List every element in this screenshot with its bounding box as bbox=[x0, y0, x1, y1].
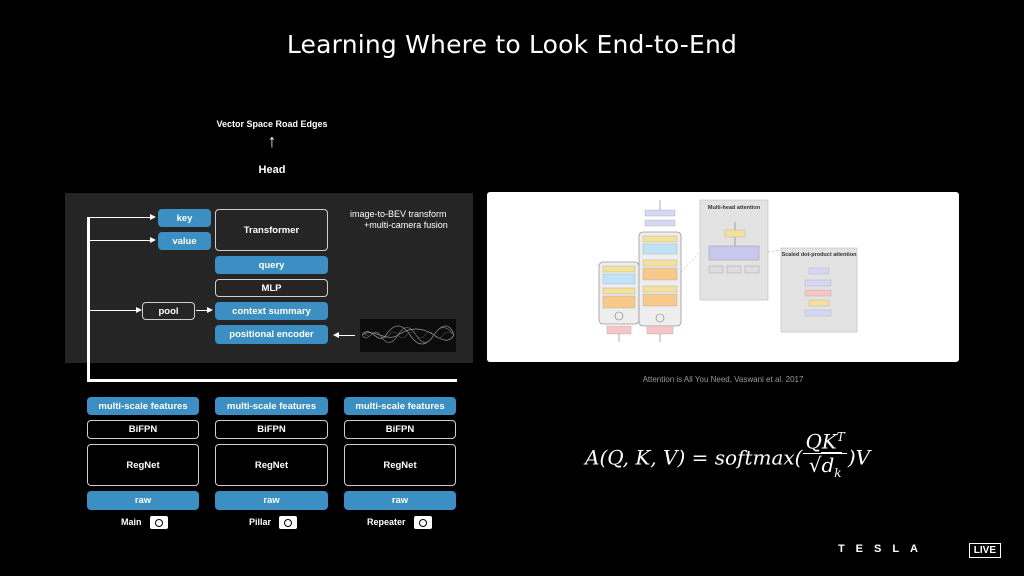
arrow-context-icon bbox=[207, 307, 213, 313]
slide-title: Learning Where to Look End-to-End bbox=[286, 30, 738, 59]
formula-rhs: )V bbox=[847, 445, 871, 470]
connector-context bbox=[196, 310, 210, 311]
query-box: query bbox=[215, 256, 328, 274]
features-box-repeater: multi-scale features bbox=[344, 397, 456, 415]
figure-title-left: Multi-head attention bbox=[708, 205, 761, 211]
head-output-label: Vector Space Road Edges bbox=[216, 119, 328, 129]
bifpn-box-main: BiFPN bbox=[87, 420, 199, 439]
feed-line-vertical bbox=[87, 217, 90, 382]
attention-formula: A(Q, K, V) = softmax(QKT√dk)V bbox=[585, 430, 870, 488]
raw-box-repeater: raw bbox=[344, 491, 456, 510]
formula-sqrt: √ bbox=[808, 452, 822, 477]
features-box-main: multi-scale features bbox=[87, 397, 199, 415]
head-label: Head bbox=[258, 164, 286, 176]
transformer-box: Transformer bbox=[215, 209, 328, 251]
connector-positional bbox=[339, 335, 355, 336]
formula-denominator-d: d bbox=[821, 452, 835, 477]
paper-caption: Attention is All You Need, Vaswani et al… bbox=[642, 375, 804, 384]
raw-box-main: raw bbox=[87, 491, 199, 510]
context-summary-box: context summary bbox=[215, 302, 328, 320]
regnet-box-repeater: RegNet bbox=[344, 444, 456, 486]
transformer-paper-figure: Multi-head attention Scaled dot-product … bbox=[487, 192, 959, 362]
formula-lhs: A(Q, K, V) = softmax( bbox=[585, 445, 803, 470]
positional-encoder-box: positional encoder bbox=[215, 325, 328, 344]
arrow-key-icon bbox=[150, 214, 156, 220]
mlp-box: MLP bbox=[215, 279, 328, 297]
camera-icon bbox=[150, 516, 168, 529]
connector-value bbox=[89, 240, 153, 241]
panel-note: image-to-BEV transform +multi-camera fus… bbox=[350, 209, 470, 231]
panel-note-line2: +multi-camera fusion bbox=[364, 220, 448, 230]
regnet-box-pillar: RegNet bbox=[215, 444, 328, 486]
formula-numerator-sup: T bbox=[836, 430, 845, 444]
features-box-pillar: multi-scale features bbox=[215, 397, 328, 415]
arrow-value-icon bbox=[150, 237, 156, 243]
value-box: value bbox=[158, 232, 211, 250]
camera-label-main: Main bbox=[121, 517, 142, 527]
positional-encoding-waveform bbox=[360, 319, 456, 352]
camera-label-repeater: Repeater bbox=[367, 517, 406, 527]
camera-icon bbox=[279, 516, 297, 529]
key-box: key bbox=[158, 209, 211, 227]
regnet-box-main: RegNet bbox=[87, 444, 199, 486]
feed-line-bottom bbox=[87, 379, 457, 382]
raw-box-pillar: raw bbox=[215, 491, 328, 510]
bifpn-box-pillar: BiFPN bbox=[215, 420, 328, 439]
camera-icon bbox=[414, 516, 432, 529]
connector-pool bbox=[89, 310, 139, 311]
bifpn-box-repeater: BiFPN bbox=[344, 420, 456, 439]
connector-key bbox=[89, 217, 153, 218]
panel-note-line1: image-to-BEV transform bbox=[350, 209, 447, 219]
formula-fraction: QKT √dk bbox=[803, 426, 847, 484]
pool-box: pool bbox=[142, 302, 195, 320]
formula-numerator: QK bbox=[805, 429, 837, 454]
tesla-wordmark: TESLA bbox=[837, 543, 929, 555]
up-arrow-icon: ↑ bbox=[267, 131, 277, 151]
arrow-pool-icon bbox=[136, 307, 142, 313]
formula-denominator-sub: k bbox=[834, 465, 842, 480]
arrow-positional-icon bbox=[333, 332, 339, 338]
camera-label-pillar: Pillar bbox=[249, 517, 272, 527]
figure-title-right: Scaled dot-product attention bbox=[782, 252, 858, 258]
live-badge: LIVE bbox=[968, 543, 1001, 558]
formula-denominator: dk bbox=[821, 451, 842, 480]
